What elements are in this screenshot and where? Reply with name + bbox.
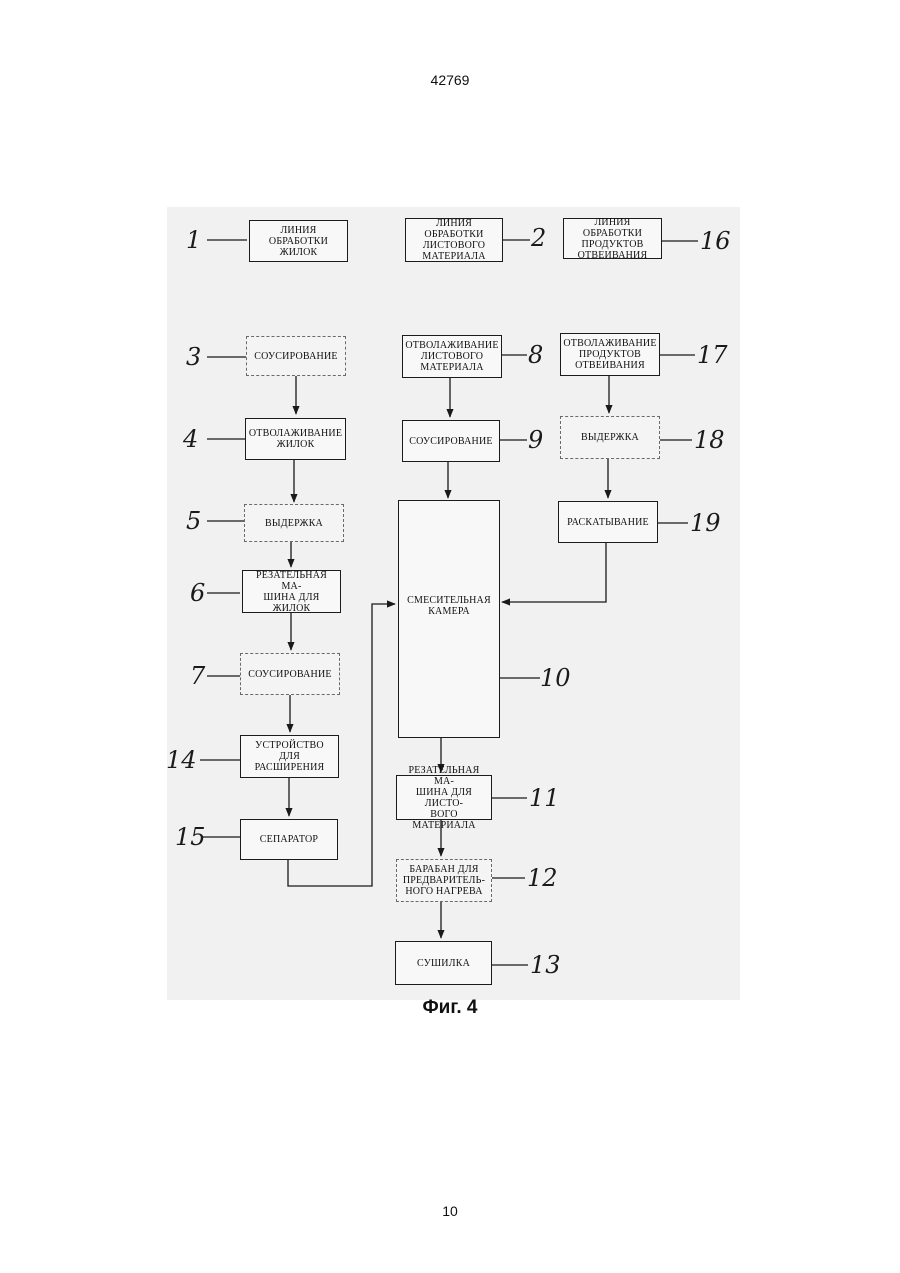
block-veins-conditioning: ОТВОЛАЖИВАНИЕ ЖИЛОК	[245, 418, 346, 460]
block-veins-line: ЛИНИЯ ОБРАБОТКИ ЖИЛОК	[249, 220, 348, 262]
ref-label-2: 2	[531, 225, 546, 251]
block-expansion-device: УСТРОЙСТВО ДЛЯ РАСШИРЕНИЯ	[240, 735, 339, 778]
block-casing-3: СОУСИРОВАНИЕ	[246, 336, 346, 376]
figure-caption: Фиг. 4	[0, 997, 900, 1019]
block-separator: СЕПАРАТОР	[240, 819, 338, 860]
arrow-19-to-10	[502, 543, 606, 602]
ref-label-19: 19	[690, 510, 721, 536]
block-holding-18: ВЫДЕРЖКА	[560, 416, 660, 459]
block-dryer: СУШИЛКА	[395, 941, 492, 985]
block-sheet-line: ЛИНИЯ ОБРАБОТКИ ЛИСТОВОГО МАТЕРИАЛА	[405, 218, 503, 262]
ref-label-3: 3	[186, 344, 201, 370]
block-casing-9: СОУСИРОВАНИЕ	[402, 420, 500, 462]
ref-label-4: 4	[183, 426, 198, 452]
block-veins-cutter: РЕЗАТЕЛЬНАЯ МА- ШИНА ДЛЯ ЖИЛОК	[242, 570, 341, 613]
block-rolling: РАСКАТЫВАНИЕ	[558, 501, 658, 543]
block-winnowings-line: ЛИНИЯ ОБРАБОТКИ ПРОДУКТОВ ОТВЕИВАНИЯ	[563, 218, 662, 259]
block-sheet-cutter: РЕЗАТЕЛЬНАЯ МА- ШИНА ДЛЯ ЛИСТО- ВОГО МАТ…	[396, 775, 492, 820]
block-mixing-chamber: СМЕСИТЕЛЬНАЯ КАМЕРА	[398, 500, 500, 738]
ref-label-12: 12	[527, 865, 558, 891]
block-sheet-conditioning: ОТВОЛАЖИВАНИЕ ЛИСТОВОГО МАТЕРИАЛА	[402, 335, 502, 378]
ref-label-6: 6	[190, 580, 205, 606]
block-casing-7: СОУСИРОВАНИЕ	[240, 653, 340, 695]
ref-label-13: 13	[530, 952, 561, 978]
ref-label-18: 18	[694, 427, 725, 453]
ref-label-16: 16	[700, 228, 731, 254]
ref-label-7: 7	[190, 663, 205, 689]
page-number: 10	[0, 1203, 900, 1219]
ref-label-11: 11	[529, 785, 560, 811]
ref-label-17: 17	[697, 342, 728, 368]
block-holding-5: ВЫДЕРЖКА	[244, 504, 344, 542]
ref-label-9: 9	[528, 427, 543, 453]
ref-label-10: 10	[540, 665, 571, 691]
ref-label-14: 14	[166, 747, 197, 773]
block-preheating-drum: БАРАБАН ДЛЯ ПРЕДВАРИТЕЛЬ- НОГО НАГРЕВА	[396, 859, 492, 902]
ref-label-1: 1	[186, 227, 201, 253]
ref-label-8: 8	[528, 342, 543, 368]
block-winnowings-conditioning: ОТВОЛАЖИВАНИЕ ПРОДУКТОВ ОТВЕИВАНИЯ	[560, 333, 660, 376]
ref-label-15: 15	[175, 824, 206, 850]
ref-label-5: 5	[186, 508, 201, 534]
